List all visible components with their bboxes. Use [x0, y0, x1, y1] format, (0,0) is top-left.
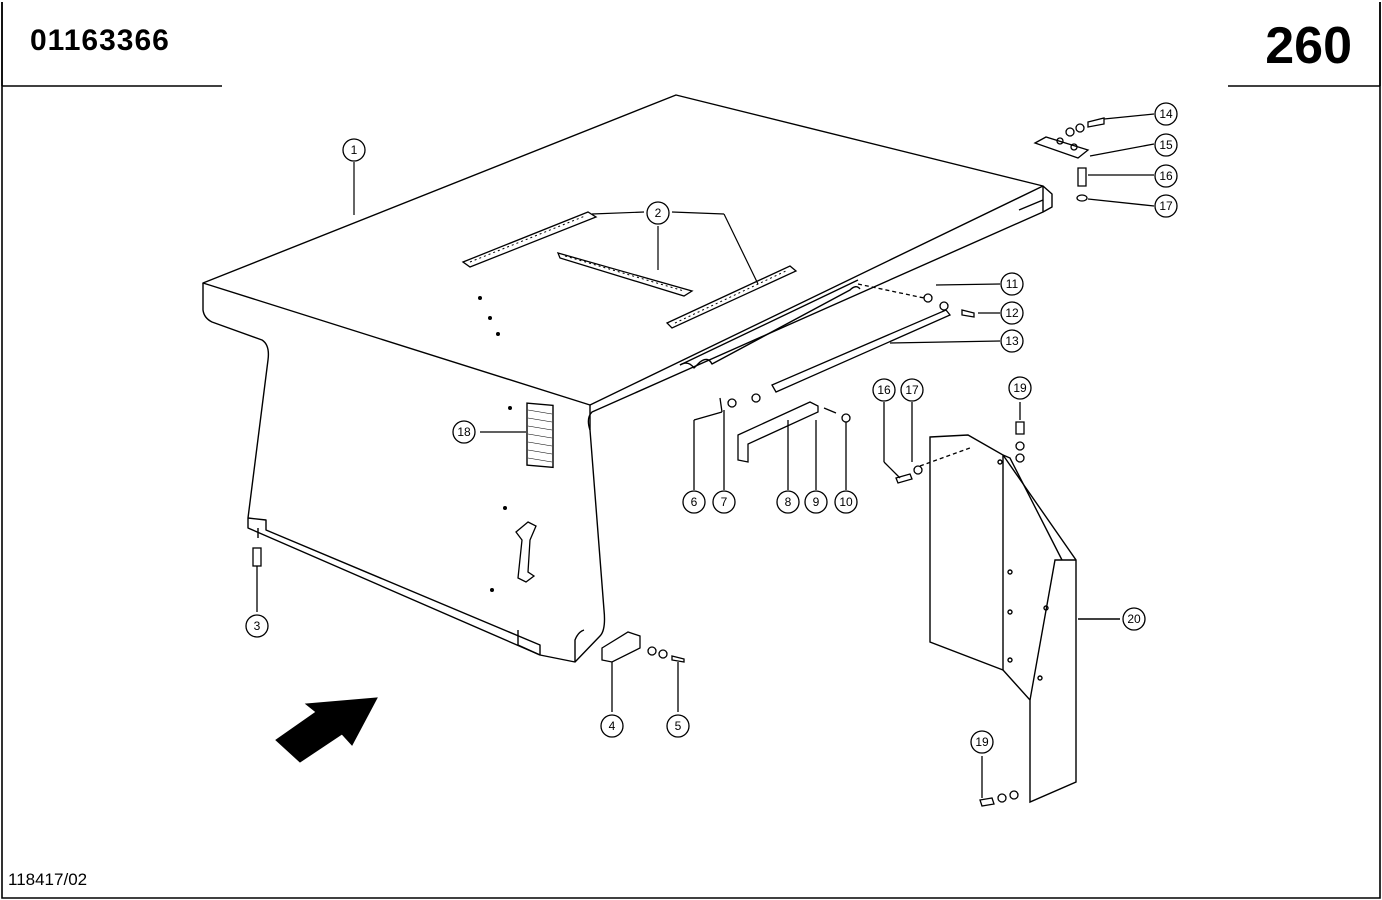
- callout-12-circle: [1000, 301, 1024, 325]
- callout-2: 2: [655, 206, 662, 220]
- callout-9: 9: [813, 495, 820, 509]
- bolt-part-3: [252, 547, 262, 612]
- callout-20: 20: [1127, 612, 1141, 626]
- callout-17b-circle: [900, 378, 924, 402]
- callout-6-circle: [682, 490, 706, 514]
- callout-16b: 16: [877, 383, 891, 397]
- label-plate-hatch: [527, 409, 553, 463]
- callout-1-circle: [342, 138, 366, 162]
- callout-3: 3: [254, 619, 261, 633]
- callout-16: 16: [1159, 169, 1173, 183]
- strap-part-8: [693, 397, 851, 490]
- callout-7: 7: [721, 495, 728, 509]
- callout-19a: 19: [1013, 381, 1027, 395]
- callout-4-circle: [600, 714, 624, 738]
- callout-14-circle: [1154, 102, 1178, 126]
- saw-table-body: [202, 94, 1053, 663]
- side-handle-slot: [515, 521, 537, 583]
- callout-16-circle: [1154, 164, 1178, 188]
- document-number: 01163366: [30, 24, 170, 57]
- panel-fasteners: [883, 402, 1025, 807]
- table-holes: [478, 296, 512, 592]
- support-rod-part-13: [751, 283, 1001, 403]
- callout-11: 11: [1006, 277, 1019, 291]
- callout-8-circle: [776, 490, 800, 514]
- page-number: 260: [1265, 17, 1352, 75]
- callout-10-circle: [834, 490, 858, 514]
- label-plate: [526, 402, 554, 469]
- drawing-reference: 118417/02: [8, 870, 88, 889]
- callout-12: 12: [1005, 306, 1019, 320]
- callout-4: 4: [609, 719, 616, 733]
- callout-16b-circle: [872, 378, 896, 402]
- callout-13: 13: [1005, 334, 1019, 348]
- callout-18-circle: [452, 420, 476, 444]
- callout-15-circle: [1154, 133, 1178, 157]
- leader-lines: [353, 162, 759, 433]
- side-panel-part-20: [929, 434, 1120, 804]
- callout-19a-circle: [1008, 376, 1032, 400]
- callout-5-circle: [666, 714, 690, 738]
- callout-17-circle: [1154, 194, 1178, 218]
- callout-8: 8: [785, 495, 792, 509]
- callout-circles: [245, 102, 1178, 754]
- callout-6: 6: [691, 495, 698, 509]
- direction-arrow-icon: [275, 697, 378, 763]
- callout-19b: 19: [975, 735, 989, 749]
- callout-9-circle: [804, 490, 828, 514]
- callout-11-circle: [1000, 272, 1024, 296]
- callout-2-circle: [646, 201, 670, 225]
- callout-7-circle: [712, 490, 736, 514]
- table-insert-strips: [461, 211, 798, 329]
- callout-17: 17: [1159, 199, 1173, 213]
- callout-19b-circle: [970, 730, 994, 754]
- callout-1: 1: [351, 143, 358, 157]
- hinge-bracket-part-4: [601, 631, 685, 712]
- callout-14: 14: [1159, 107, 1173, 121]
- callout-17b: 17: [905, 383, 919, 397]
- callout-13-circle: [1000, 329, 1024, 353]
- callout-20-circle: [1122, 607, 1146, 631]
- callout-3-circle: [245, 614, 269, 638]
- callout-15: 15: [1159, 138, 1173, 152]
- bracket-parts-14-17: [1033, 113, 1155, 207]
- callout-18: 18: [457, 425, 471, 439]
- callout-10: 10: [839, 495, 853, 509]
- callout-5: 5: [675, 719, 682, 733]
- table-insert-strip-holes: [469, 215, 789, 324]
